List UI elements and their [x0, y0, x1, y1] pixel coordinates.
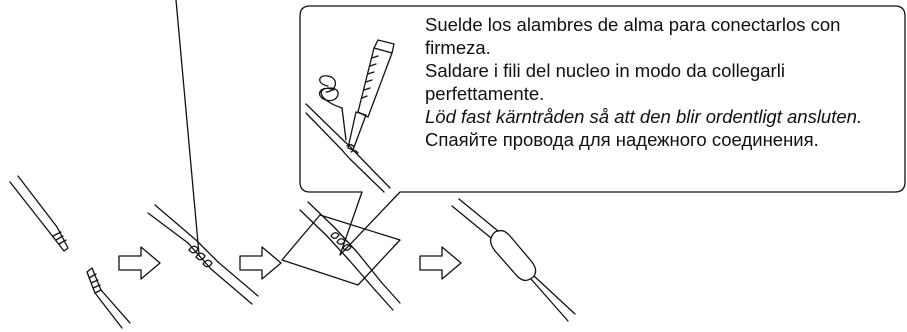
step3-soldered-on-paper [281, 201, 401, 311]
soldering-inset [305, 39, 395, 193]
callout-balloon [299, 5, 906, 256]
instruction-spanish: Suelde los alambres de alma para conecta… [425, 14, 841, 58]
instruction-russian: Спаяйте провода для надежного соединения… [425, 129, 819, 150]
arrow-3 [419, 246, 462, 280]
step2-twisted-connection [147, 204, 259, 305]
arrow-2 [239, 246, 282, 280]
instruction-italian: Saldare i fili del nucleo in modo da col… [425, 60, 785, 104]
leader-line [175, 0, 200, 255]
step1-stripped-wires [9, 175, 131, 329]
callout-text: Suelde los alambres de alma para conecta… [425, 13, 900, 151]
step4-insulated-joint [451, 198, 576, 322]
arrow-1 [118, 246, 161, 280]
instruction-swedish: Löd fast kärntråden så att den blir orde… [425, 106, 863, 127]
